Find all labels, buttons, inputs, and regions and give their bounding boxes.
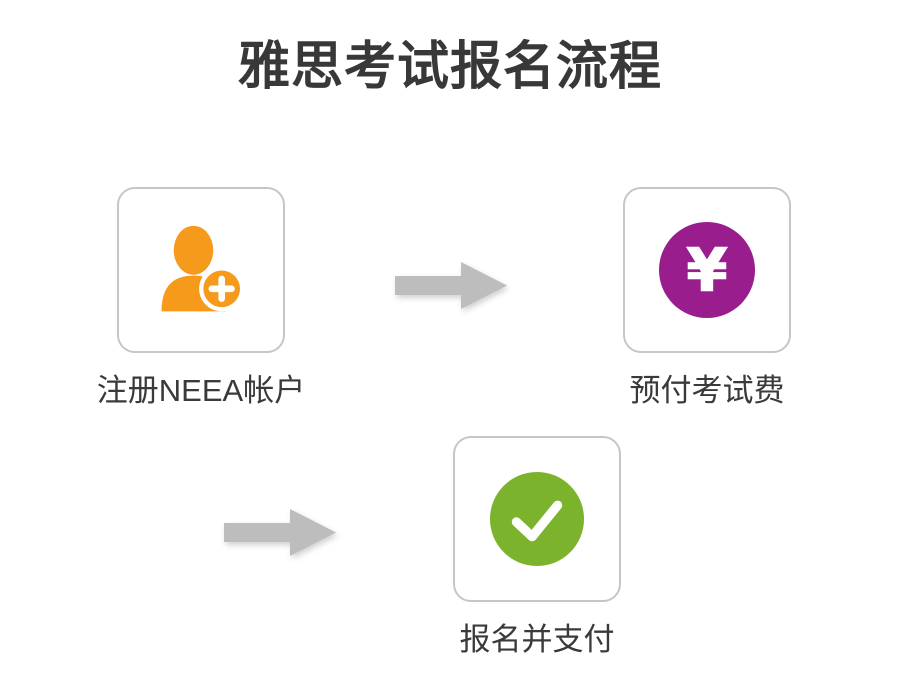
add-user-icon bbox=[161, 225, 245, 312]
arrow-right-icon bbox=[224, 509, 336, 556]
step-register-label: 注册NEEA帐户 bbox=[96, 373, 306, 408]
step-pay-box bbox=[453, 436, 621, 602]
step-register-box bbox=[117, 187, 285, 353]
arrow-right-icon bbox=[395, 262, 507, 309]
page-title: 雅思考试报名流程 bbox=[237, 38, 662, 96]
step-prepay-label: 预付考试费 bbox=[629, 373, 785, 408]
step-register-neea: 注册NEEA帐户 bbox=[61, 187, 341, 410]
yen-glyph: ¥ bbox=[687, 236, 728, 305]
yen-coin-icon: ¥ bbox=[658, 221, 756, 319]
step-register-pay: 报名并支付 bbox=[397, 436, 677, 659]
check-circle-icon bbox=[489, 471, 585, 567]
step-prepay-box: ¥ bbox=[623, 187, 791, 353]
plus-glyph bbox=[208, 275, 235, 302]
check-glyph bbox=[511, 500, 563, 542]
step-prepay-fee: ¥ 预付考试费 bbox=[567, 187, 847, 410]
step-pay-label: 报名并支付 bbox=[459, 622, 615, 657]
